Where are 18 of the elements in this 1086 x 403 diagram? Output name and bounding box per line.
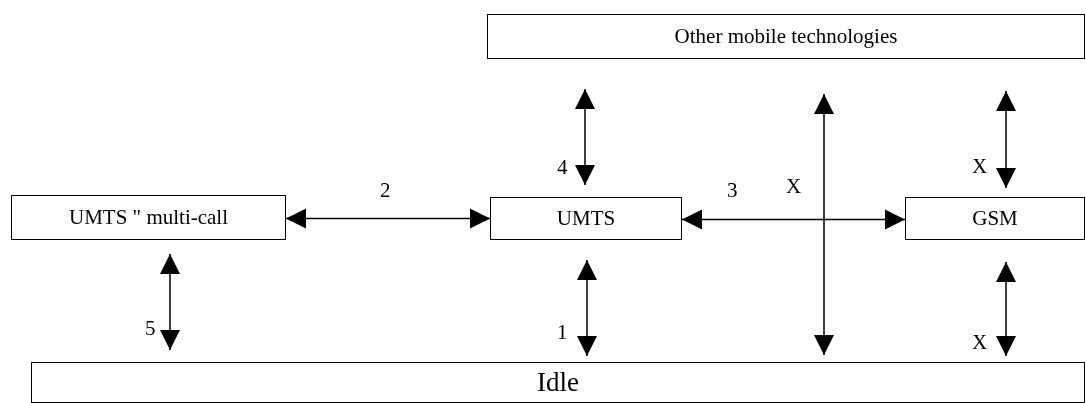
double-arrow [160, 253, 180, 351]
double-arrow [577, 259, 597, 357]
state-box [487, 14, 1085, 59]
state-name: UMTS " multi-call [68, 207, 229, 228]
state-box [31, 362, 1085, 403]
double-arrow [814, 93, 834, 356]
double-arrow [996, 90, 1016, 189]
double-arrow [285, 208, 491, 229]
double-arrow [681, 209, 906, 230]
state-name: UMTS [556, 208, 616, 229]
state-box [11, 195, 286, 240]
state-name: Idle [537, 369, 579, 396]
state-box [490, 197, 682, 240]
state-box [905, 197, 1085, 240]
state-name: GSM [972, 208, 1018, 229]
state-name: Other mobile technologies [674, 26, 898, 47]
double-arrow [575, 88, 595, 186]
double-arrow [996, 261, 1016, 357]
